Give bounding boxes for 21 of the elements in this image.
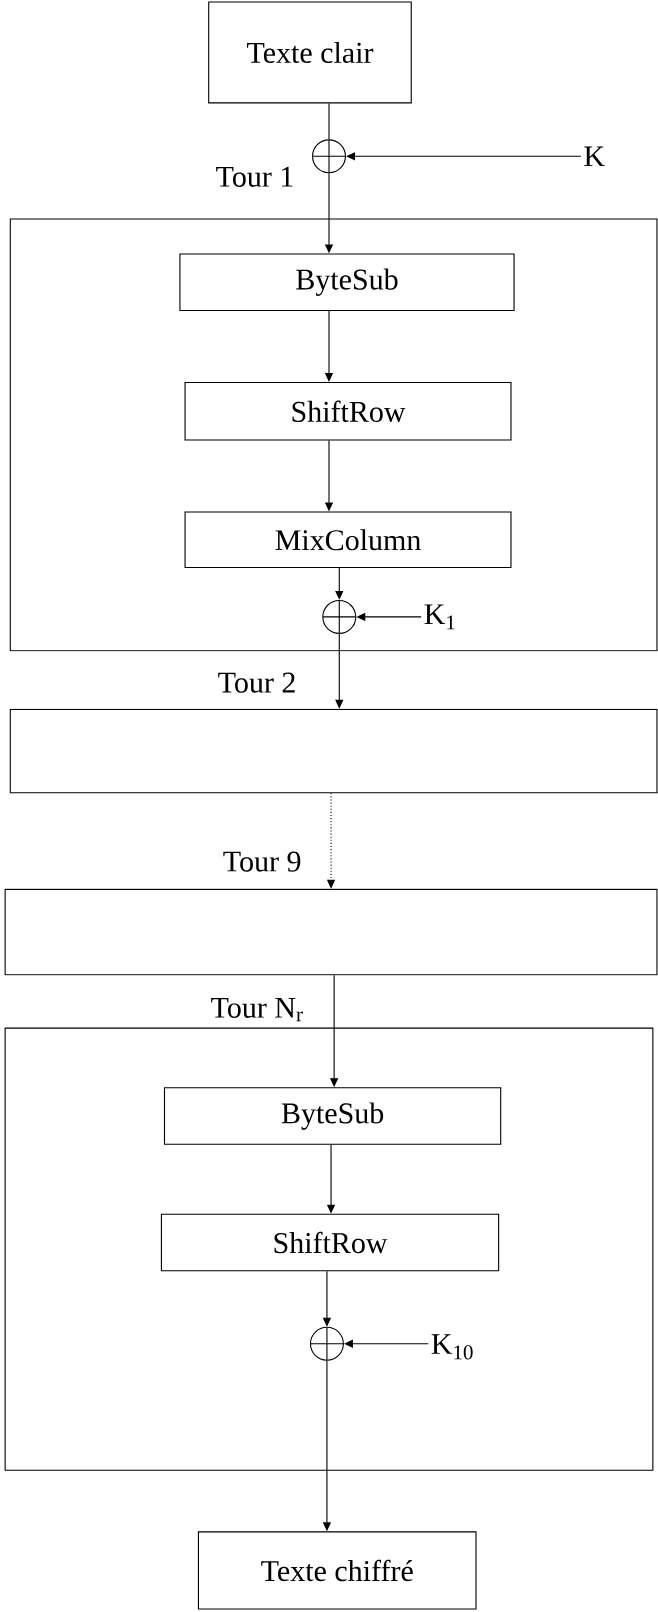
key-label: K bbox=[584, 146, 605, 167]
xor-symbol bbox=[322, 599, 357, 634]
step-box: ShiftRow bbox=[184, 381, 512, 441]
key-label: K$_{1}$ bbox=[424, 604, 455, 630]
step-box: ByteSub bbox=[179, 253, 515, 312]
round-heading: Tour 2 bbox=[218, 672, 295, 693]
text-box: Texte chiffré bbox=[197, 1531, 477, 1610]
arrow bbox=[335, 633, 344, 709]
key-label: K$_{10}$ bbox=[431, 1334, 473, 1360]
step-box: MixColumn bbox=[184, 511, 512, 569]
round-heading: Tour 9 bbox=[223, 851, 301, 872]
arrow bbox=[346, 152, 582, 161]
arrow bbox=[335, 567, 344, 600]
xor-symbol bbox=[309, 1326, 344, 1361]
round-heading: Tour 1 bbox=[216, 166, 293, 187]
xor-symbol bbox=[312, 139, 346, 174]
round-heading: Tour N$_{r}$ bbox=[211, 997, 303, 1022]
step-box: ByteSub bbox=[163, 1087, 502, 1145]
step-box: ShiftRow bbox=[160, 1213, 500, 1272]
arrow bbox=[344, 1339, 429, 1348]
text-box: Texte clair bbox=[208, 1, 412, 104]
